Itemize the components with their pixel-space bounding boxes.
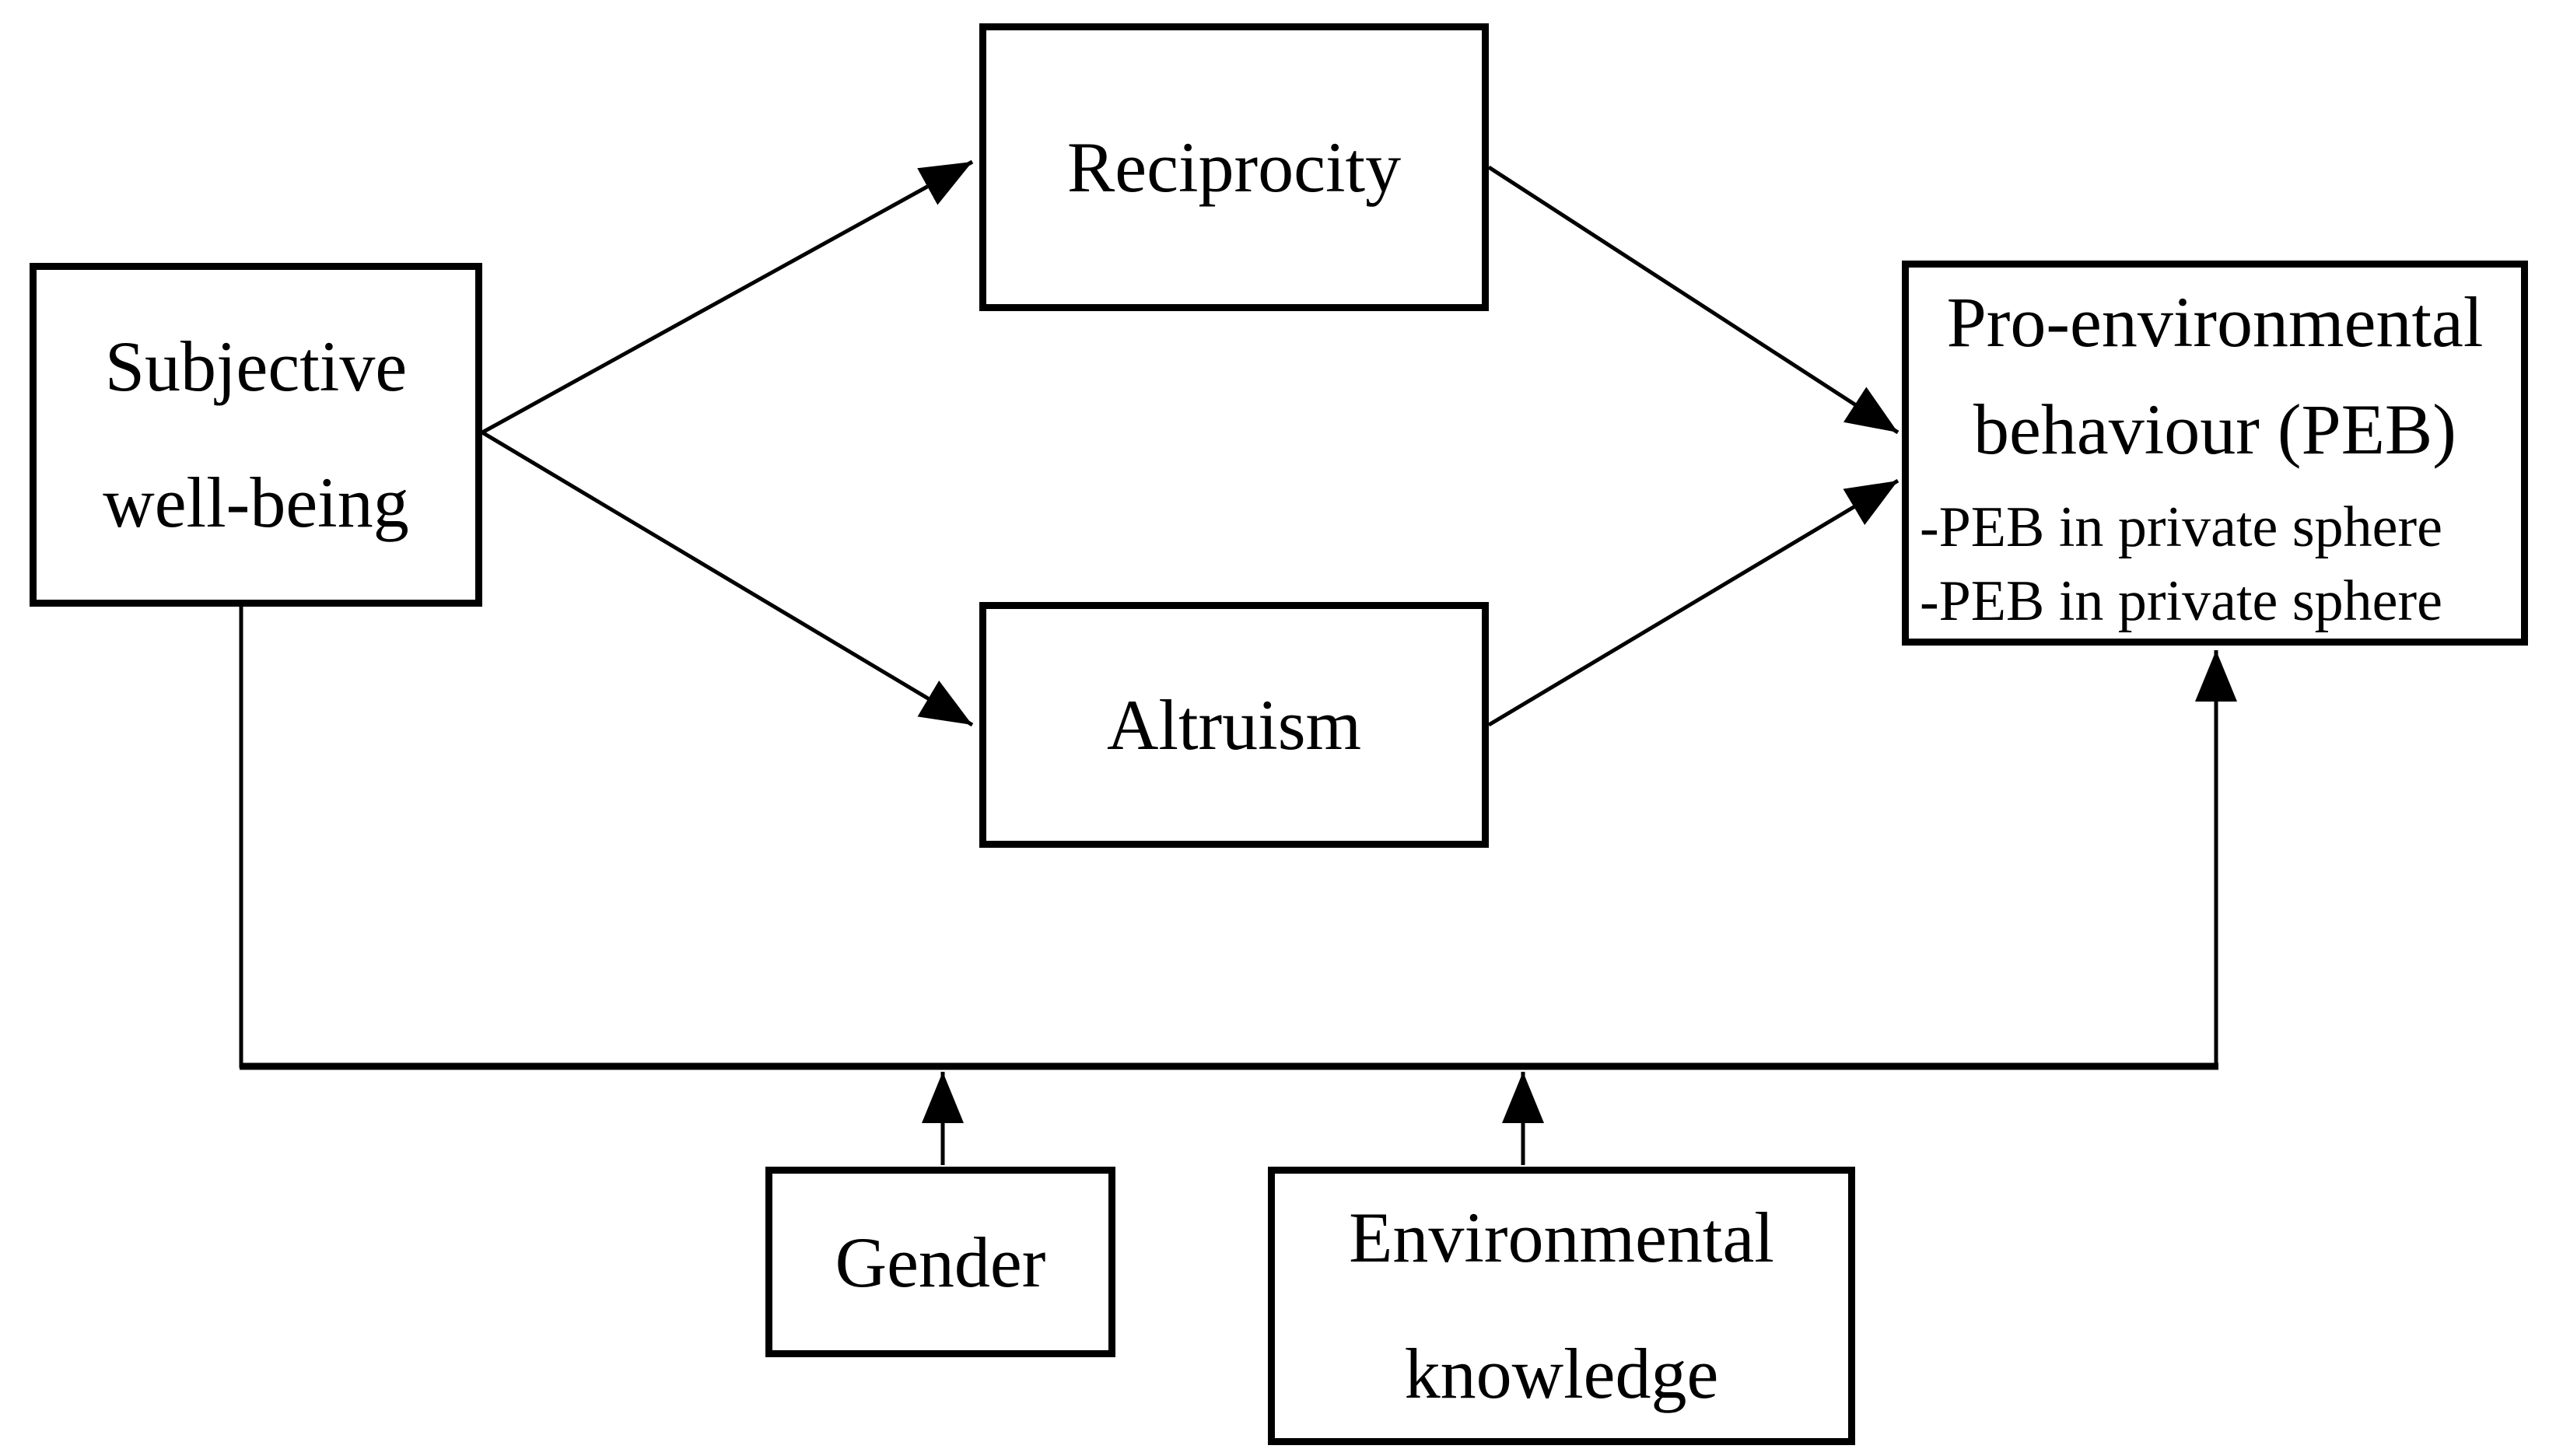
peb-sub-item: -PEB in private sphere [1920, 495, 2442, 559]
node-environmental-knowledge: Environmental knowledge [1268, 1167, 1855, 1445]
edge-reciprocity-to-peb [1487, 165, 1899, 435]
node-subjective-well-being: Subjective well-being [30, 263, 482, 607]
edge-altruism-to-peb [1487, 478, 1899, 727]
node-altruism: Altruism [979, 602, 1489, 848]
node-subjective-well-being-label: Subjective well-being [103, 327, 409, 542]
node-gender-label: Gender [835, 1222, 1046, 1302]
node-pro-environmental-behaviour: Pro-environmental behaviour (PEB) -PEB i… [1902, 261, 2528, 646]
edge-swb-to-altruism [481, 430, 974, 727]
peb-sub-item: -PEB in private sphere [1920, 569, 2442, 633]
node-reciprocity-label: Reciprocity [1066, 128, 1402, 207]
node-environmental-knowledge-label: Environmental knowledge [1349, 1198, 1774, 1413]
node-reciprocity: Reciprocity [979, 23, 1489, 311]
node-altruism-label: Altruism [1106, 685, 1362, 765]
node-peb-title: Pro-environmental behaviour (PEB) [1946, 282, 2484, 469]
edge-swb-to-reciprocity [481, 159, 974, 435]
node-gender: Gender [765, 1167, 1115, 1357]
node-peb-sublist: -PEB in private sphere -PEB in private s… [1909, 491, 2442, 638]
